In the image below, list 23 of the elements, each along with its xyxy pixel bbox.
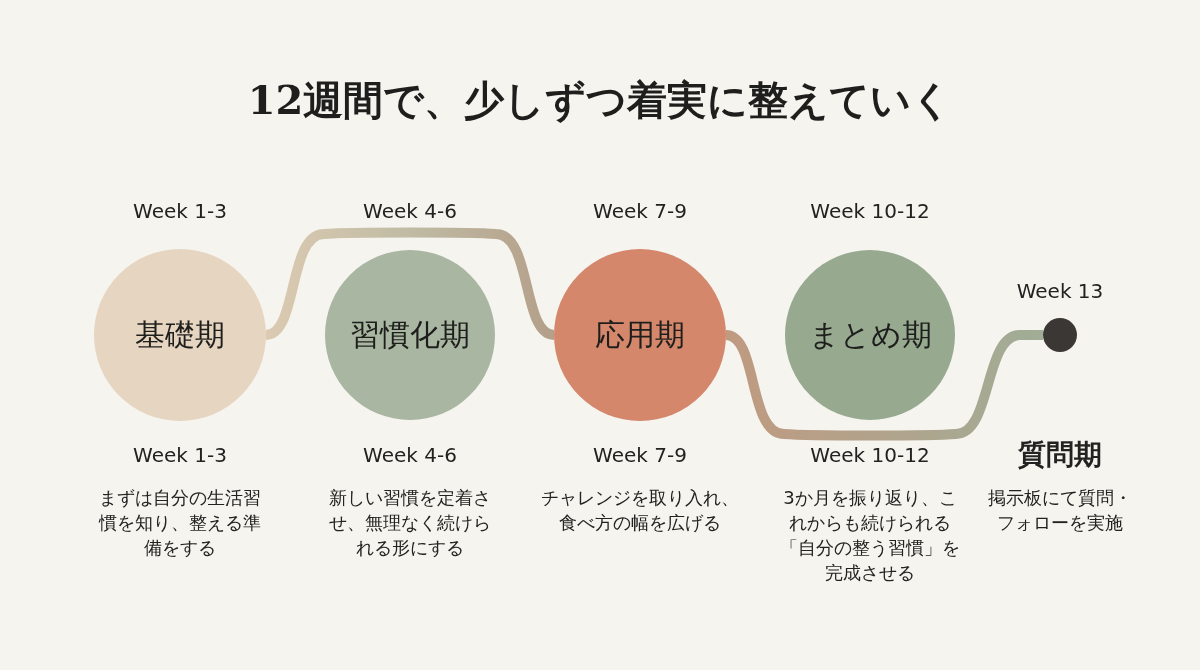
week-label: Week 7-9 [593,198,687,224]
phase-circle: 基礎期 [94,249,266,421]
week-label: Week 4-6 [363,442,457,468]
curved-connector [724,330,1043,441]
phase-circle: まとめ期 [785,250,955,420]
phase-circle: 応用期 [554,249,726,421]
phase-description: チャレンジを取り入れ、食べ方の幅を広げる [540,485,740,535]
phase-circle: 習慣化期 [325,250,495,420]
title: 12週間で、少しずつ着実に整えていく [247,75,953,125]
phase-description: 新しい習慣を定着させ、無理なく続けられる形にする [328,485,492,560]
phase-description: 3か月を振り返り、これからも続けられる「自分の整う習慣」を完成させる [779,485,961,585]
week-label: Week 10-12 [810,442,930,468]
week-label: Week 4-6 [363,198,457,224]
week-label: Week 1-3 [133,198,227,224]
phase-name: 質問期 [1018,437,1102,473]
week-label: Week 1-3 [133,442,227,468]
phase-description: まずは自分の生活習慣を知り、整える準備をする [98,485,262,560]
end-dot [1043,318,1077,352]
week-label: Week 7-9 [593,442,687,468]
curved-connector [264,227,556,340]
week-label: Week 10-12 [810,198,930,224]
week-label: Week 13 [1016,278,1104,304]
phase-description: 掲示板にて質問・フォローを実施 [987,485,1133,535]
